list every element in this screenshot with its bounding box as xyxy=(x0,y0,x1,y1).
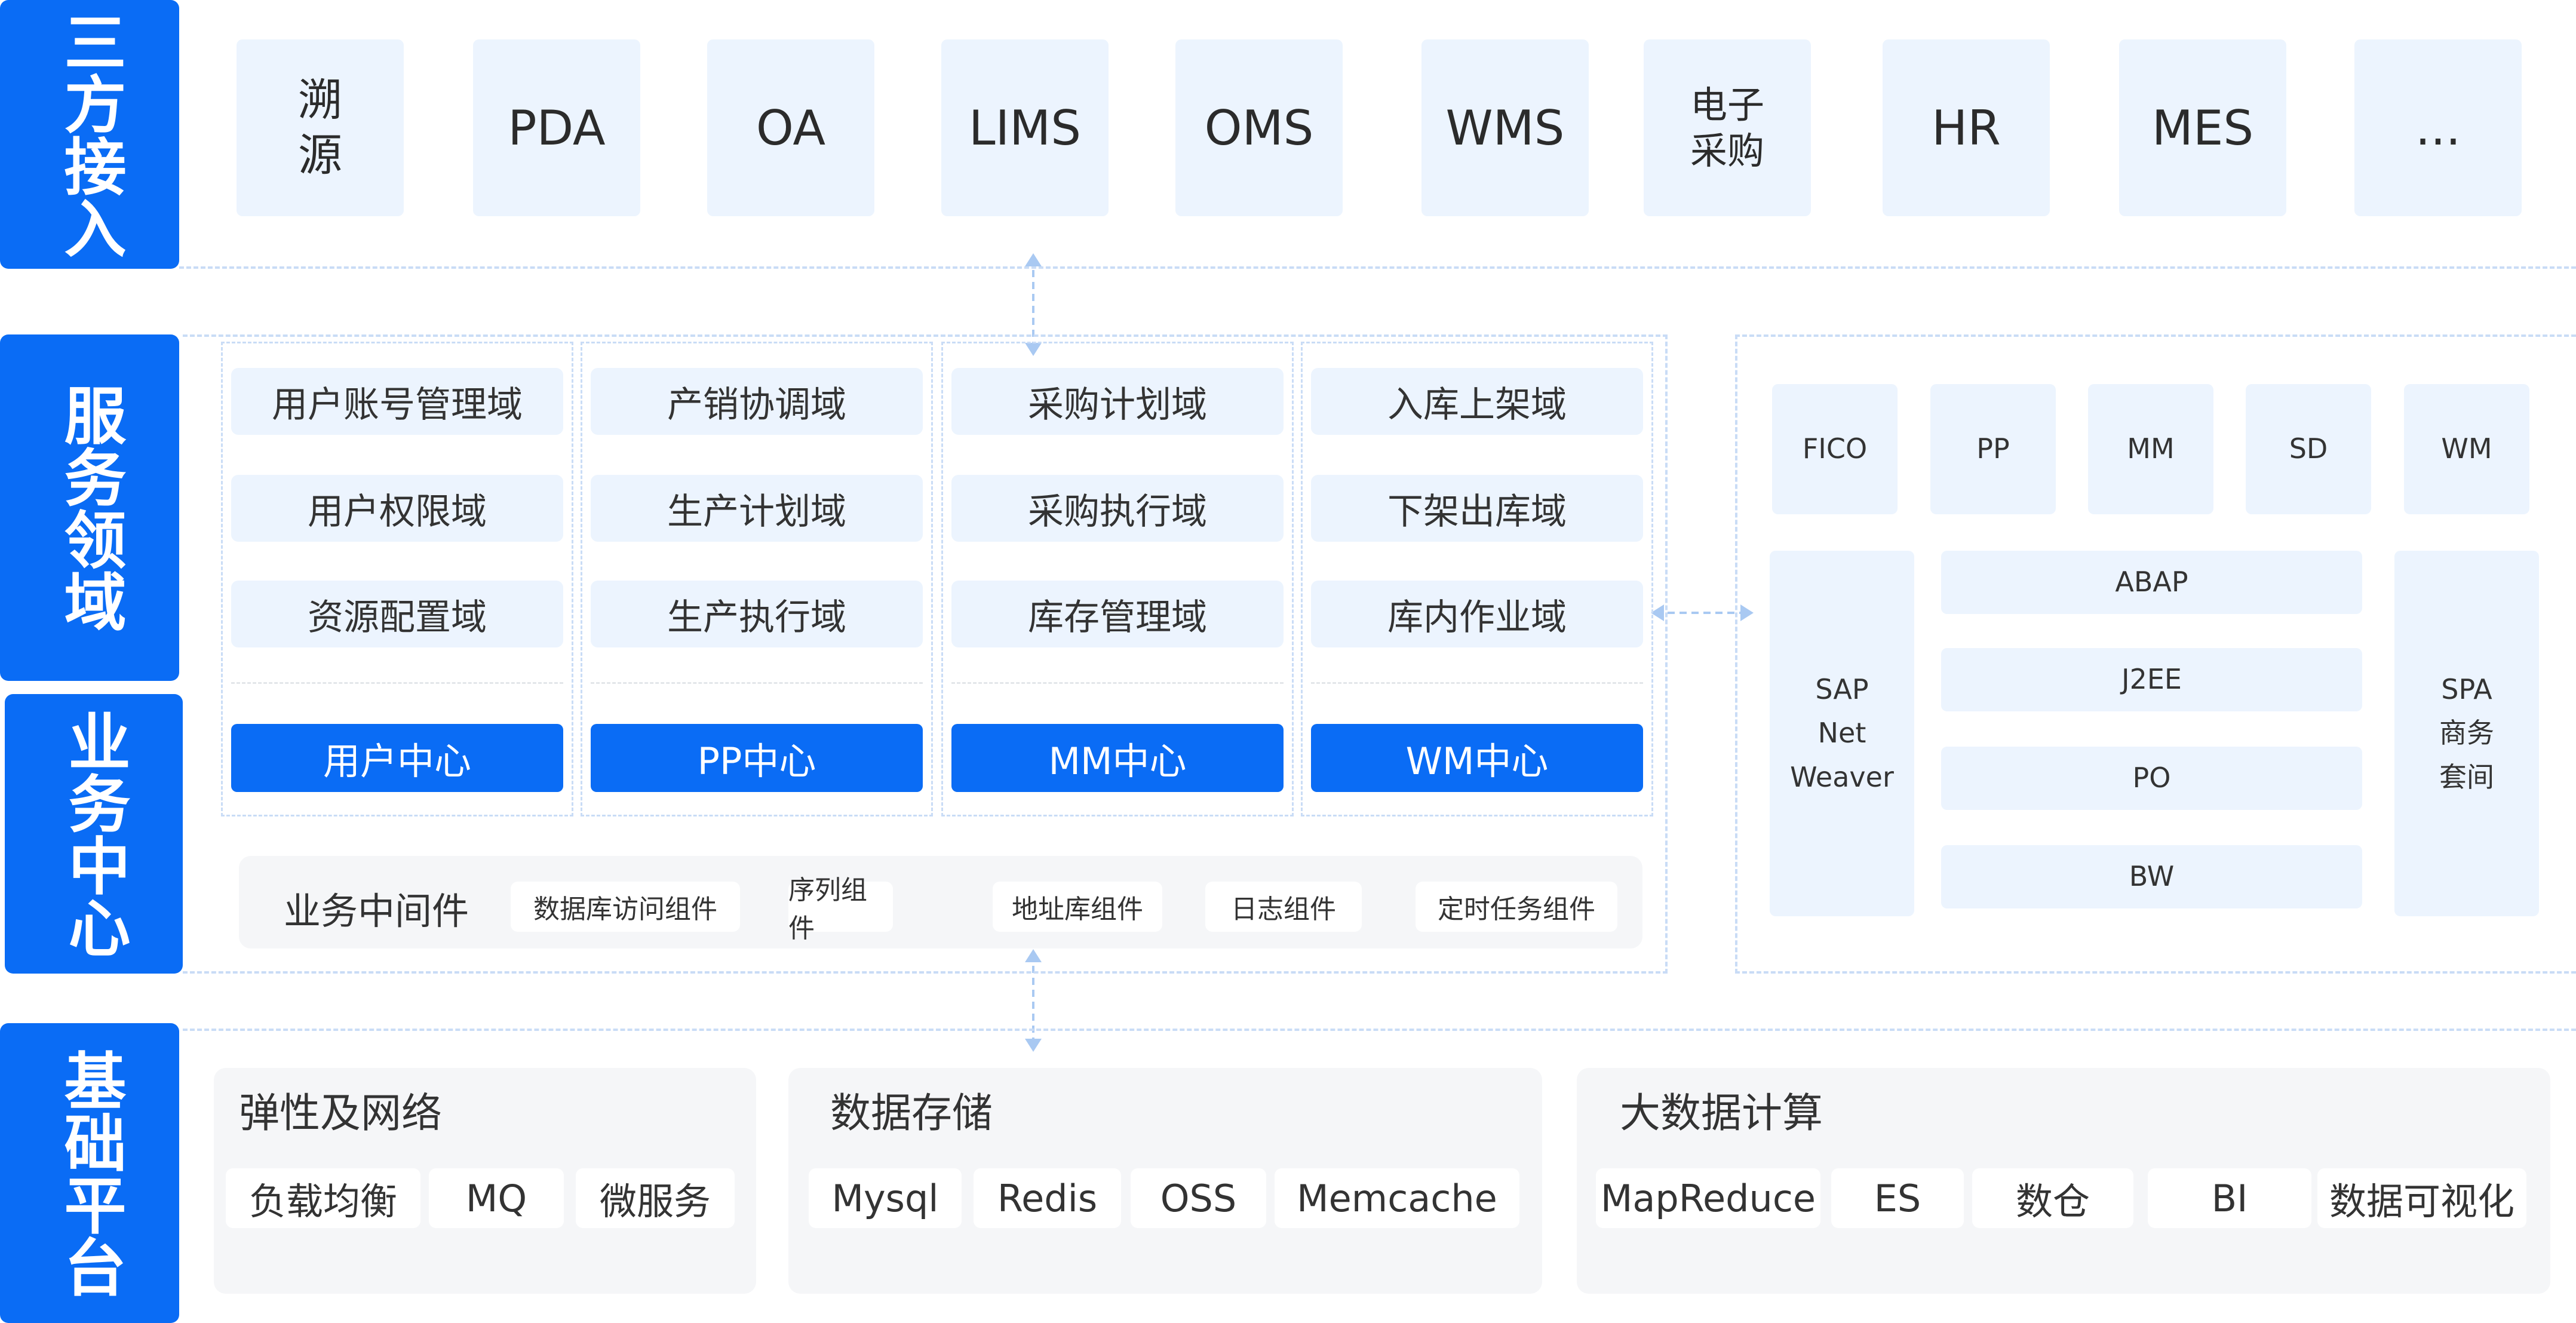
base-group-title: 大数据计算 xyxy=(1620,1090,1823,1137)
business-center-button: WM中心 xyxy=(1311,724,1643,792)
third-party-label: ... xyxy=(2415,100,2461,156)
third-party-label: 电子采购 xyxy=(1690,82,1764,173)
middleware-box xyxy=(239,856,1642,948)
middleware-chip: 地址库组件 xyxy=(993,882,1162,932)
third-party-label: OMS xyxy=(1204,100,1314,156)
section-label-third-party-text: 三方接入 xyxy=(53,10,126,259)
middleware-chip: 数据库访问组件 xyxy=(511,882,740,932)
middleware-chip: 日志组件 xyxy=(1205,882,1362,932)
third-party-label: WMS xyxy=(1445,100,1565,156)
business-center-button: PP中心 xyxy=(591,724,923,792)
third-party-panel xyxy=(179,0,2576,269)
middleware-chip: 定时任务组件 xyxy=(1416,882,1617,932)
base-chip: MapReduce xyxy=(1596,1168,1820,1228)
third-party-tile: OA xyxy=(707,39,874,216)
domain-item: 产销协调域 xyxy=(591,368,923,435)
domain-separator xyxy=(591,682,923,684)
business-center-button: 用户中心 xyxy=(231,724,563,792)
domain-separator xyxy=(1311,682,1643,684)
domain-item: 下架出库域 xyxy=(1311,475,1643,542)
third-party-label: MES xyxy=(2151,100,2254,156)
sap-stack-item: PO xyxy=(1941,747,2362,810)
base-panel xyxy=(183,1029,2576,1323)
connector-arrow-bottom xyxy=(1025,949,1042,1052)
base-chip: 微服务 xyxy=(576,1168,735,1228)
sap-module-tile: SD xyxy=(2246,384,2371,514)
third-party-tile: OMS xyxy=(1175,39,1343,216)
domain-item: 采购执行域 xyxy=(951,475,1284,542)
base-chip: 数仓 xyxy=(1972,1168,2133,1228)
domain-panel xyxy=(183,334,1668,974)
domain-separator xyxy=(231,682,563,684)
connector-arrow-horizontal xyxy=(1651,604,1754,621)
sap-stack-item: BW xyxy=(1941,845,2362,908)
base-chip: 数据可视化 xyxy=(2317,1168,2526,1228)
domain-item: 采购计划域 xyxy=(951,368,1284,435)
sap-netweaver-label: SAP Net Weaver xyxy=(1790,673,1894,793)
spa-suite-label: SPA 商务 套间 xyxy=(2439,673,2494,793)
base-chip: Redis xyxy=(974,1168,1121,1228)
third-party-label: HR xyxy=(1932,100,2001,156)
sap-panel xyxy=(1735,334,2576,974)
section-label-base-platform: 基础平台 xyxy=(0,1023,179,1323)
base-chip: 负载均衡 xyxy=(226,1168,420,1228)
third-party-tile: MES xyxy=(2119,39,2286,216)
middleware-label: 业务中间件 xyxy=(284,889,469,933)
domain-separator xyxy=(951,682,1284,684)
section-label-business-center-text: 业务中心 xyxy=(57,710,130,958)
middleware-chip: 序列组件 xyxy=(788,875,893,944)
base-chip: Memcache xyxy=(1275,1168,1519,1228)
base-chip: OSS xyxy=(1131,1168,1266,1228)
base-chip: ES xyxy=(1831,1168,1964,1228)
domain-column xyxy=(1301,342,1653,816)
section-label-business-center: 业务中心 xyxy=(5,694,183,974)
domain-item: 用户账号管理域 xyxy=(231,368,563,435)
domain-column xyxy=(221,342,573,816)
domain-item: 库内作业域 xyxy=(1311,581,1643,647)
base-chip: BI xyxy=(2148,1168,2311,1228)
sap-module-tile: FICO xyxy=(1772,384,1898,514)
third-party-tile: LIMS xyxy=(941,39,1109,216)
third-party-label: OA xyxy=(756,100,826,156)
section-label-service-domain-text: 服务领域 xyxy=(53,383,126,632)
sap-module-tile: MM xyxy=(2088,384,2213,514)
sap-netweaver-tile: SAP Net Weaver xyxy=(1770,551,1914,916)
base-group-title: 弹性及网络 xyxy=(239,1090,443,1137)
base-group-title: 数据存储 xyxy=(830,1090,993,1137)
third-party-tile: WMS xyxy=(1421,39,1589,216)
third-party-tile: 电子采购 xyxy=(1644,39,1811,216)
section-label-service-domain: 服务领域 xyxy=(0,334,179,681)
base-chip: Mysql xyxy=(809,1168,962,1228)
domain-item: 库存管理域 xyxy=(951,581,1284,647)
third-party-label: 溯源 xyxy=(298,74,342,182)
sap-module-tile: WM xyxy=(2404,384,2529,514)
section-label-base-platform-text: 基础平台 xyxy=(53,1049,126,1297)
section-label-third-party: 三方接入 xyxy=(0,0,179,269)
domain-column xyxy=(581,342,933,816)
domain-item: 入库上架域 xyxy=(1311,368,1643,435)
domain-item: 资源配置域 xyxy=(231,581,563,647)
domain-item: 生产执行域 xyxy=(591,581,923,647)
domain-column xyxy=(941,342,1294,816)
spa-suite-tile: SPA 商务 套间 xyxy=(2394,551,2539,916)
sap-module-tile: PP xyxy=(1930,384,2056,514)
third-party-label: LIMS xyxy=(969,100,1081,156)
third-party-tile: HR xyxy=(1883,39,2050,216)
sap-stack-item: J2EE xyxy=(1941,648,2362,711)
third-party-tile: PDA xyxy=(473,39,640,216)
sap-stack-item: ABAP xyxy=(1941,551,2362,614)
domain-item: 生产计划域 xyxy=(591,475,923,542)
base-chip: MQ xyxy=(429,1168,564,1228)
third-party-label: PDA xyxy=(508,100,606,156)
business-center-button: MM中心 xyxy=(951,724,1284,792)
domain-item: 用户权限域 xyxy=(231,475,563,542)
third-party-tile: ... xyxy=(2354,39,2522,216)
third-party-tile: 溯源 xyxy=(237,39,404,216)
